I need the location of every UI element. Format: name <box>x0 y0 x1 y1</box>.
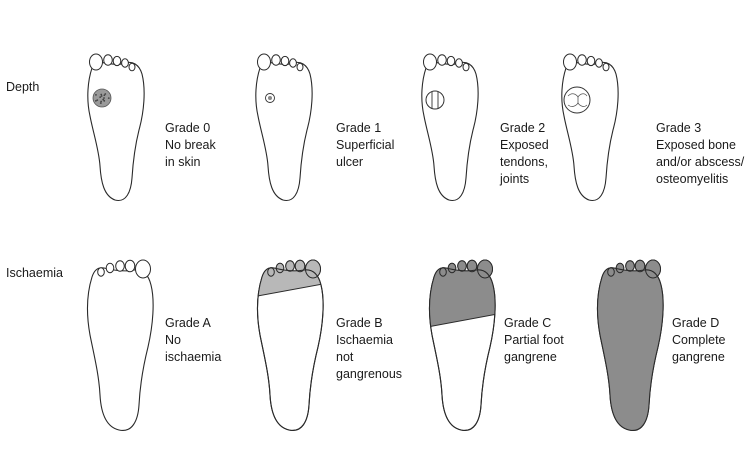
foot-outline <box>561 61 619 202</box>
row-label-depth: Depth <box>6 80 40 94</box>
foot-grade-2 <box>421 53 479 202</box>
caption-grade-b: Grade B Ischaemia not gangrenous <box>336 316 403 381</box>
caption-grade-3: Grade 3 Exposed bone and/or abscess/ ost… <box>656 121 745 186</box>
gangrene-area <box>597 260 664 431</box>
toe-2 <box>437 54 447 66</box>
foot-grade-3 <box>561 53 619 202</box>
toe-3 <box>586 55 596 67</box>
toe-2 <box>271 54 281 66</box>
ulcer-mark <box>563 86 591 114</box>
foot-outline <box>255 61 313 202</box>
toe-1 <box>563 53 577 71</box>
toe-5 <box>462 62 470 72</box>
demarcation-line <box>429 313 496 329</box>
toe-4 <box>455 58 463 68</box>
foot-grade-a <box>87 259 154 431</box>
caption-grade-d: Grade D Complete gangrene <box>672 316 726 364</box>
toe-5 <box>296 62 304 72</box>
toe-1 <box>423 53 437 71</box>
toe-4 <box>105 262 115 274</box>
toe-2 <box>124 259 136 273</box>
toe-3 <box>115 260 125 272</box>
row-label-ischaemia: Ischaemia <box>6 266 63 280</box>
toe-2 <box>103 54 113 66</box>
caption-grade-a: Grade A No ischaemia <box>165 316 222 364</box>
callus-mark <box>92 88 112 108</box>
foot-grade-b <box>257 259 324 431</box>
caption-grade-2: Grade 2 Exposed tendons, joints <box>500 121 549 186</box>
toe-4 <box>595 58 603 68</box>
toe-3 <box>446 55 456 67</box>
caption-grade-0: Grade 0 No break in skin <box>165 121 216 169</box>
toe-5 <box>97 267 105 277</box>
foot-outline <box>87 267 154 431</box>
toe-2 <box>577 54 587 66</box>
foot-outline <box>87 61 145 202</box>
caption-grade-c: Grade C Partial foot gangrene <box>504 316 564 364</box>
toe-3 <box>280 55 290 67</box>
toe-3 <box>112 55 122 67</box>
toe-4 <box>289 58 297 68</box>
toe-5 <box>602 62 610 72</box>
foot-grade-1 <box>255 53 313 202</box>
toe-4 <box>121 58 129 68</box>
toe-1 <box>135 259 151 279</box>
toe-5 <box>128 62 136 72</box>
foot-grade-d <box>597 259 664 431</box>
gangrene-area <box>429 260 496 328</box>
ulcer-mark <box>425 90 445 110</box>
toe-1 <box>257 53 271 71</box>
foot-outline <box>421 61 479 202</box>
foot-grade-0 <box>87 53 145 202</box>
demarcation-line <box>257 282 324 298</box>
foot-grade-c <box>429 259 496 431</box>
toe-1 <box>89 53 103 71</box>
caption-grade-1: Grade 1 Superficial ulcer <box>336 121 395 169</box>
